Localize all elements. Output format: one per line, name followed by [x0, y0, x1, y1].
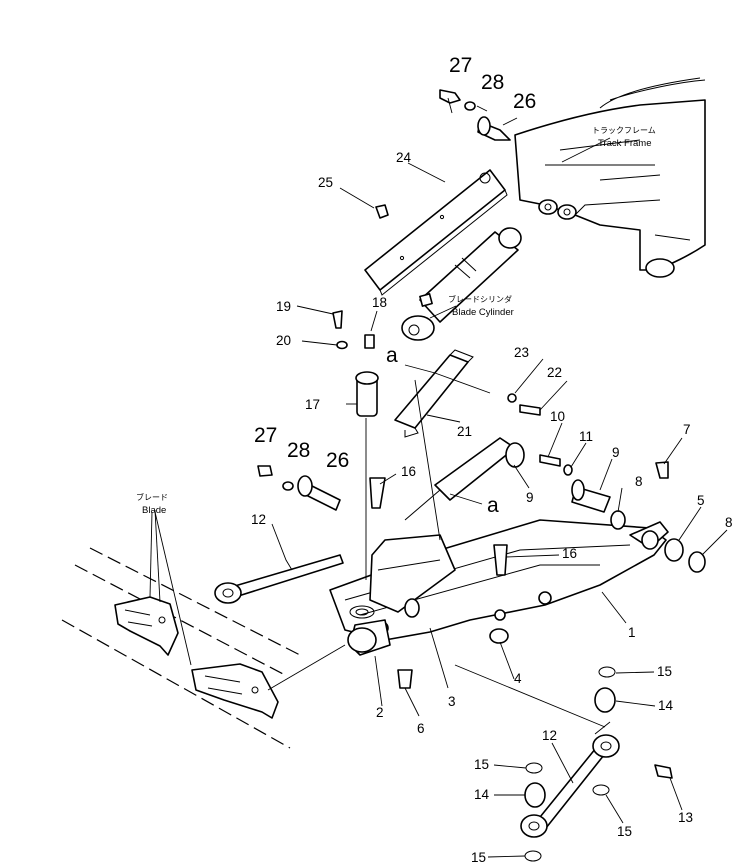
ref-3: 3: [448, 694, 456, 709]
cover-plate: [364, 169, 508, 296]
blade-cylinder-label-en: Blade Cylinder: [452, 307, 514, 318]
part-numbers: 27 28 26 24 25 19 18 20 a 17 23 22 21 10…: [251, 54, 733, 865]
ref-14-right: 14: [658, 698, 674, 713]
bracket-21: [394, 349, 474, 438]
ref-16-upper: 16: [401, 464, 416, 479]
ref-9-mid: 9: [526, 490, 534, 505]
ref-15-left: 15: [474, 757, 489, 772]
blade: [61, 547, 301, 749]
ref-6: 6: [417, 721, 425, 736]
lower-brace: [520, 734, 620, 838]
leader-lines: [149, 97, 728, 858]
strut-link: [404, 437, 525, 521]
ref-15-bottom: 15: [471, 850, 486, 865]
ref-15-top: 15: [657, 664, 672, 679]
ref-4: 4: [514, 671, 522, 686]
blade-label-jp: ブレード: [136, 492, 168, 502]
track-frame: [514, 77, 706, 278]
ref-5: 5: [697, 493, 705, 508]
ref-27-left: 27: [254, 424, 277, 447]
ref-11: 11: [579, 429, 593, 444]
ref-23: 23: [514, 345, 529, 360]
ref-10: 10: [550, 409, 565, 424]
ref-15-right: 15: [617, 824, 632, 839]
ref-25: 25: [318, 175, 333, 190]
track-frame-label-en: Track Frame: [598, 138, 651, 149]
ref-24: 24: [396, 150, 412, 165]
ref-19: 19: [276, 299, 291, 314]
ref-26-left: 26: [326, 449, 349, 472]
ref-21: 21: [457, 424, 472, 439]
hardware: [257, 89, 706, 862]
ref-22: 22: [547, 365, 562, 380]
ref-20: 20: [276, 333, 291, 348]
ref-26-top: 26: [513, 90, 536, 113]
ref-28-left: 28: [287, 439, 310, 462]
ref-9-right: 9: [612, 445, 620, 460]
blade-cylinder-label-jp: ブレードシリンダ: [448, 294, 512, 304]
track-frame-label-jp: トラックフレーム: [592, 126, 656, 135]
brace-arm: [214, 554, 344, 604]
ref-16-lower: 16: [562, 546, 577, 561]
ref-12-right: 12: [542, 728, 557, 743]
ref-14-left: 14: [474, 787, 490, 802]
ref-8-right: 8: [725, 515, 733, 530]
blade-cylinder: [401, 227, 522, 341]
ref-28-top: 28: [481, 71, 504, 94]
ref-7: 7: [683, 422, 691, 437]
ref-13: 13: [678, 810, 693, 825]
ref-18: 18: [372, 295, 387, 310]
ref-1: 1: [628, 625, 636, 640]
callout-labels: トラックフレーム Track Frame ブレードシリンダ Blade Cyli…: [136, 126, 656, 516]
ref-2: 2: [376, 705, 384, 720]
ref-17: 17: [305, 397, 320, 412]
ref-27-top: 27: [449, 54, 472, 77]
ref-12-left: 12: [251, 512, 266, 527]
blade-label-en: Blade: [142, 505, 166, 516]
mark-a-upper: a: [386, 344, 398, 367]
mark-a-lower: a: [487, 494, 499, 517]
ref-8-mid: 8: [635, 474, 643, 489]
